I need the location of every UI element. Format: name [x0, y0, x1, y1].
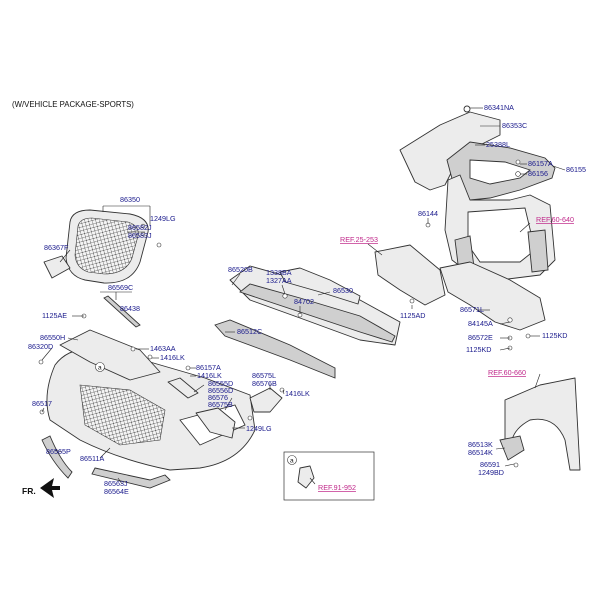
label-86320D: 86320D	[28, 342, 53, 351]
label-84145A: 84145A	[468, 319, 493, 328]
label-86353C: 86353C	[502, 121, 527, 130]
fender-ref60660	[504, 377, 581, 471]
label-86575L: 86575L	[252, 371, 276, 380]
label-86157A-mid: 86157A	[196, 363, 221, 372]
diagram-header: (W/VEHICLE PACKAGE-SPORTS)	[12, 100, 134, 109]
label-86564E: 86564E	[104, 487, 129, 496]
label-86582J: 86582J	[128, 223, 152, 232]
upper-cover-86353C	[399, 111, 556, 201]
label-86571L: 86571L	[460, 305, 484, 314]
label-86572E: 86572E	[468, 333, 493, 342]
skid-86563J	[91, 467, 171, 489]
label-1125KD-right: 1125KD	[542, 331, 567, 340]
label-1125AE: 1125AE	[42, 311, 67, 320]
label-86155: 86155	[566, 165, 586, 174]
label-86156: 86156	[528, 169, 548, 178]
label-86511A: 86511A	[80, 454, 104, 463]
fog-cover-86575L	[249, 387, 283, 413]
fog-cover-86555D	[195, 407, 236, 439]
label-86512C: 86512C	[237, 327, 262, 336]
label-86350: 86350	[120, 195, 140, 204]
moulding-86569C	[103, 295, 141, 328]
direction-label: FR.	[22, 486, 36, 496]
label-1416LK-b: 1416LK	[197, 371, 222, 380]
label-1463AA: 1463AA	[150, 344, 176, 353]
label-86513K: 86513K	[468, 440, 493, 449]
label-86556D: 86556D	[208, 386, 233, 395]
lip-86565P	[41, 435, 73, 479]
label-86555D: 86555D	[208, 379, 233, 388]
label-86550H: 86550H	[40, 333, 65, 342]
lower-grille-86512C	[214, 319, 336, 379]
label-1338BA: 1338BA	[266, 268, 292, 277]
emblem-plate-86367F	[43, 255, 71, 279]
label-86520B: 86520B	[228, 265, 253, 274]
label-1327AA: 1327AA	[266, 276, 292, 285]
ref-91-952[interactable]: REF.91-952	[318, 483, 356, 492]
bracket-86157A	[167, 377, 199, 399]
bumper-callout-letter: a	[98, 365, 102, 372]
label-86583J: 86583J	[128, 231, 152, 240]
callout-labels: 86341NA 86353C 25388L 86157A 86156 86155…	[28, 103, 586, 496]
label-1249LG-bottom: 1249LG	[246, 424, 272, 433]
label-86438: 86438	[120, 304, 140, 313]
label-86565P: 86565P	[46, 447, 71, 456]
label-1416LK-a: 1416LK	[160, 353, 185, 362]
radiator-grille-86350	[65, 209, 149, 284]
leader-lines	[41, 107, 566, 485]
label-86530: 86530	[333, 286, 353, 295]
detail-callout-circle	[287, 455, 297, 465]
wire-clip	[297, 465, 315, 489]
bumper-callout-circle	[95, 362, 105, 372]
label-86341NA: 86341NA	[484, 103, 514, 112]
bracket-86513K	[499, 435, 525, 461]
label-86569C: 86569C	[108, 283, 133, 292]
label-86575B: 86575B	[208, 400, 233, 409]
label-86144: 86144	[418, 209, 438, 218]
label-84702: 84702	[294, 297, 314, 306]
label-86157A-upper: 86157A	[528, 159, 553, 168]
label-1249BD: 1249BD	[478, 468, 504, 477]
label-86517: 86517	[32, 399, 52, 408]
bracket-86550H	[59, 329, 161, 381]
label-86514K: 86514K	[468, 448, 493, 457]
front-arrow-icon	[40, 478, 60, 498]
detail-box	[283, 451, 375, 501]
detail-callout-letter: a	[290, 458, 294, 465]
absorber-86520B	[279, 267, 361, 305]
label-86591: 86591	[480, 460, 500, 469]
ref-60-640[interactable]: REF.60-640	[536, 215, 574, 224]
label-1125AD: 1125AD	[400, 311, 425, 320]
label-86576B: 86576B	[252, 379, 277, 388]
label-1249LG-top: 1249LG	[150, 214, 176, 223]
label-86576: 86576	[208, 393, 228, 402]
ref-25-253[interactable]: REF.25-253	[340, 235, 378, 244]
label-86367F: 86367F	[44, 243, 69, 252]
label-25388L: 25388L	[486, 140, 510, 149]
clip-86341NA	[463, 105, 471, 113]
ref-60-660[interactable]: REF.60-660	[488, 368, 526, 377]
bracket-ref25253	[374, 244, 446, 306]
bumper-beam-86530	[229, 265, 401, 346]
label-1416LK-c: 1416LK	[285, 389, 310, 398]
undercover-86571L	[439, 261, 546, 331]
label-86563J: 86563J	[104, 479, 128, 488]
fasteners	[38, 159, 531, 468]
label-1125KD-left: 1125KD	[466, 345, 491, 354]
carrier-module	[444, 174, 556, 281]
